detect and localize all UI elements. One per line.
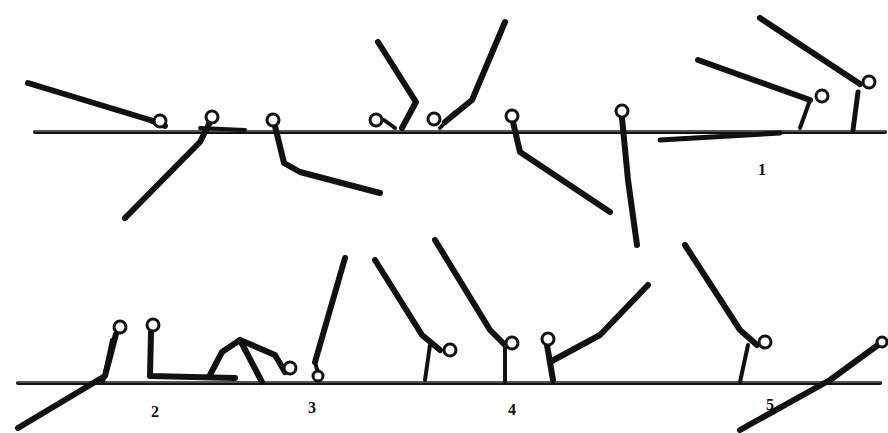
gymnast-figure — [275, 126, 380, 193]
callout-number: 1 — [758, 162, 766, 178]
gymnast-figure — [125, 122, 210, 218]
callout-number: 4 — [508, 402, 516, 418]
gymnast-figure — [685, 245, 757, 345]
gymnast-figure — [445, 22, 505, 122]
callout-number: 5 — [766, 397, 774, 413]
gymnast-figure — [513, 122, 610, 212]
gymnast-figure — [760, 18, 860, 84]
gymnast-figure — [18, 334, 116, 428]
gymnast-figure — [740, 345, 878, 430]
bar — [18, 381, 880, 385]
gymnast-figure — [315, 258, 345, 362]
gymnast-figure — [698, 60, 810, 100]
gymnast-figure — [622, 118, 637, 245]
gymnast-figure — [28, 83, 165, 126]
callout-number: 2 — [151, 404, 159, 420]
gymnast-figure — [378, 42, 416, 128]
gymnast-figure — [435, 240, 505, 345]
gymnast-figure — [375, 260, 440, 350]
callout-number: 3 — [308, 400, 316, 416]
